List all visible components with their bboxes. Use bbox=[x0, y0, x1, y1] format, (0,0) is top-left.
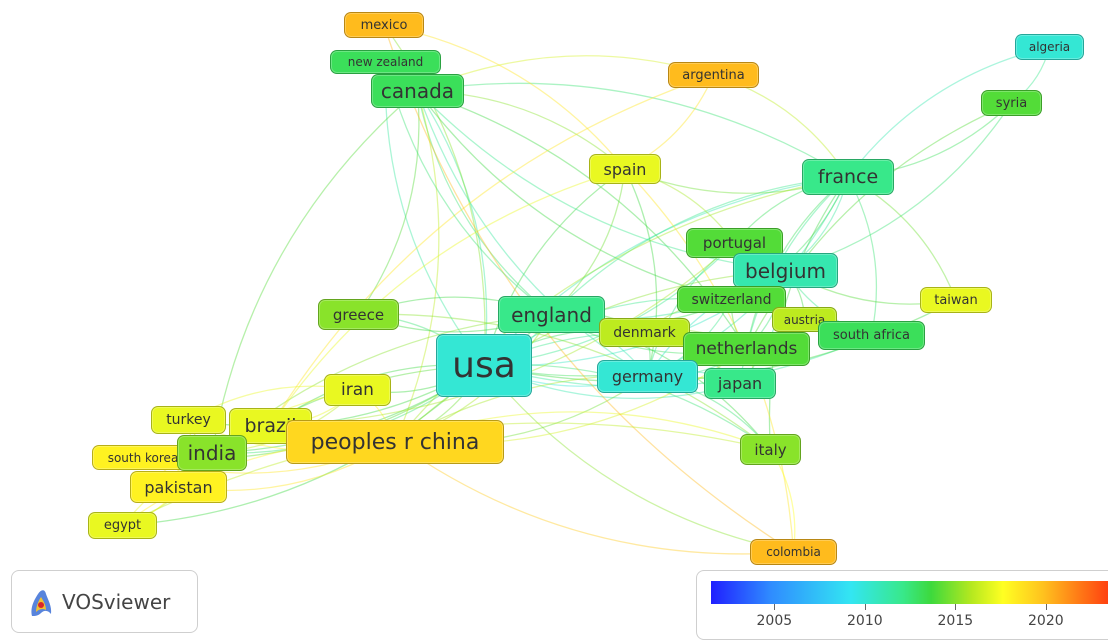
link-greece-italy bbox=[358, 313, 771, 451]
legend-tick-label-2010: 2010 bbox=[847, 613, 883, 629]
link-canada-greece bbox=[357, 90, 420, 315]
node-label-switzerland: switzerland bbox=[691, 291, 772, 308]
link-canada-switzerland bbox=[416, 90, 732, 301]
legend-tick-2005 bbox=[774, 604, 776, 610]
node-peoples-r-china[interactable]: peoples r china bbox=[286, 420, 504, 464]
node-usa[interactable]: usa bbox=[436, 334, 532, 397]
node-label-mexico: mexico bbox=[360, 17, 408, 33]
link-brazil-argentina bbox=[269, 74, 714, 427]
node-italy[interactable]: italy bbox=[740, 434, 801, 465]
node-switzerland[interactable]: switzerland bbox=[677, 286, 786, 313]
link-canada-belgium bbox=[417, 90, 786, 272]
link-canada-france bbox=[417, 82, 849, 178]
legend-tick-label-2005: 2005 bbox=[756, 613, 793, 629]
legend-tick-2020 bbox=[1045, 604, 1047, 610]
node-france[interactable]: france bbox=[802, 159, 894, 195]
node-germany[interactable]: germany bbox=[597, 360, 698, 393]
link-germany-spain bbox=[624, 168, 658, 377]
node-label-egypt: egypt bbox=[103, 518, 142, 533]
node-label-portugal: portugal bbox=[702, 234, 767, 252]
node-argentina[interactable]: argentina bbox=[668, 62, 759, 88]
node-syria[interactable]: syria bbox=[981, 90, 1042, 116]
node-label-denmark: denmark bbox=[613, 324, 676, 341]
link-usa-egypt bbox=[122, 365, 485, 527]
node-label-taiwan: taiwan bbox=[934, 292, 978, 308]
node-label-netherlands: netherlands bbox=[695, 339, 798, 359]
link-usa-colombia bbox=[483, 365, 794, 553]
node-label-iran: iran bbox=[341, 380, 374, 400]
node-label-south-africa: south africa bbox=[832, 328, 911, 343]
node-canada[interactable]: canada bbox=[371, 74, 464, 108]
link-canada-england bbox=[416, 90, 552, 316]
node-greece[interactable]: greece bbox=[318, 299, 399, 330]
node-label-italy: italy bbox=[754, 440, 787, 459]
node-spain[interactable]: spain bbox=[589, 154, 661, 184]
link-peoples-r-china-colombia bbox=[394, 441, 794, 555]
node-label-germany: germany bbox=[611, 367, 684, 386]
node-label-usa: usa bbox=[452, 345, 516, 386]
node-label-india: india bbox=[187, 441, 237, 465]
vosviewer-logo-icon bbox=[31, 589, 52, 616]
node-label-syria: syria bbox=[995, 95, 1028, 111]
year-color-legend: 2005 2010 2015 2020 bbox=[696, 570, 1108, 640]
link-canada-germany bbox=[416, 90, 648, 378]
node-label-england: england bbox=[511, 302, 592, 327]
legend-tick-label-2015: 2015 bbox=[937, 613, 974, 629]
link-canada-peoples-r-china bbox=[394, 90, 440, 443]
node-label-pakistan: pakistan bbox=[144, 477, 213, 497]
node-pakistan[interactable]: pakistan bbox=[130, 471, 227, 503]
node-label-canada: canada bbox=[380, 79, 455, 103]
node-label-greece: greece bbox=[332, 305, 385, 324]
vosviewer-logo-text: VOSviewer bbox=[62, 589, 171, 614]
node-label-algeria: algeria bbox=[1028, 40, 1071, 54]
node-taiwan[interactable]: taiwan bbox=[920, 287, 992, 313]
node-label-belgium: belgium bbox=[745, 258, 826, 283]
link-canada-india bbox=[211, 90, 418, 454]
node-label-austria: austria bbox=[783, 312, 826, 327]
node-england[interactable]: england bbox=[498, 296, 605, 333]
node-iran[interactable]: iran bbox=[324, 374, 391, 406]
node-turkey[interactable]: turkey bbox=[151, 406, 226, 434]
link-france-south-africa bbox=[847, 176, 878, 336]
vosviewer-logo: VOSviewer bbox=[11, 570, 198, 633]
color-scale-bar bbox=[711, 581, 1108, 604]
node-label-argentina: argentina bbox=[682, 67, 745, 83]
link-brazil-spain bbox=[269, 168, 626, 427]
node-label-new-zealand: new zealand bbox=[347, 55, 424, 69]
node-label-south-korea: south korea bbox=[107, 450, 179, 465]
node-south-africa[interactable]: south africa bbox=[818, 321, 925, 350]
node-label-spain: spain bbox=[603, 159, 647, 179]
node-algeria[interactable]: algeria bbox=[1015, 34, 1084, 60]
legend-tick-label-2020: 2020 bbox=[1028, 613, 1064, 629]
node-japan[interactable]: japan bbox=[704, 368, 776, 399]
node-egypt[interactable]: egypt bbox=[88, 512, 157, 539]
node-belgium[interactable]: belgium bbox=[733, 253, 838, 288]
link-usa-canada bbox=[416, 90, 488, 366]
legend-tick-2015 bbox=[955, 604, 957, 610]
node-label-colombia: colombia bbox=[766, 545, 821, 559]
node-label-peoples-r-china: peoples r china bbox=[310, 429, 480, 455]
node-mexico[interactable]: mexico bbox=[344, 12, 424, 38]
node-new-zealand[interactable]: new zealand bbox=[330, 50, 441, 74]
node-label-turkey: turkey bbox=[166, 412, 211, 428]
legend-tick-2010 bbox=[864, 604, 866, 610]
node-label-japan: japan bbox=[717, 374, 763, 393]
node-colombia[interactable]: colombia bbox=[750, 539, 837, 565]
node-denmark[interactable]: denmark bbox=[599, 318, 690, 347]
node-netherlands[interactable]: netherlands bbox=[683, 332, 810, 366]
node-india[interactable]: india bbox=[177, 435, 247, 471]
node-label-brazil: brazil bbox=[244, 415, 297, 437]
node-label-france: france bbox=[817, 166, 879, 188]
